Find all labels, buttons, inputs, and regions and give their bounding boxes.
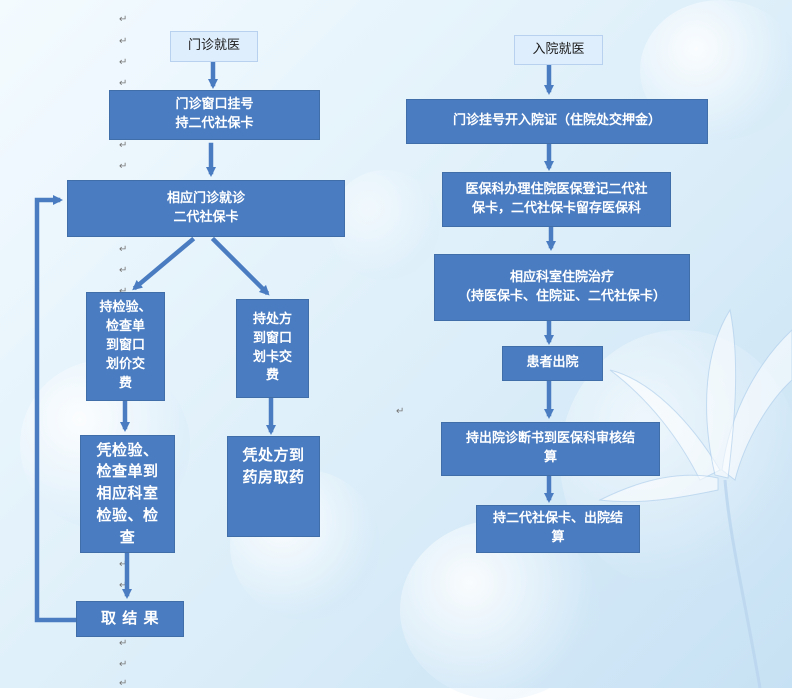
audit-box: 持出院诊断书到医保科审核结 算 xyxy=(441,422,660,476)
paragraph-mark: ↵ xyxy=(119,286,127,297)
consult-box: 相应门诊就诊 二代社保卡 xyxy=(67,180,345,237)
admission-box: 门诊挂号开入院证（住院处交押金） xyxy=(406,99,708,144)
pharmacy-box: 凭处方到 药房取药 xyxy=(227,436,320,537)
discharge-box: 患者出院 xyxy=(502,346,603,381)
register-box: 门诊窗口挂号 持二代社保卡 xyxy=(109,90,320,140)
paragraph-mark: ↵ xyxy=(119,265,128,276)
paragraph-mark: ↵ xyxy=(119,678,128,689)
feedback-loop-arrow xyxy=(34,195,79,623)
paragraph-mark: ↵ xyxy=(119,161,128,172)
paragraph-mark: ↵ xyxy=(119,638,128,649)
paragraph-mark: ↵ xyxy=(119,14,128,25)
background-bubble xyxy=(330,170,440,280)
paragraph-mark: ↵ xyxy=(119,140,128,151)
exam-payment-box: 持检验、 检查单 到窗口 划价交 费 xyxy=(86,292,165,401)
paragraph-mark: ↵ xyxy=(119,580,128,591)
prescription-payment-box: 持处方 到窗口 划卡交 费 xyxy=(236,299,309,398)
paragraph-mark: ↵ xyxy=(119,559,128,570)
paragraph-mark: ↵ xyxy=(119,659,128,670)
flow-arrow xyxy=(132,236,196,291)
results-box: 取 结 果 xyxy=(76,601,184,637)
inpatient-treatment-box: 相应科室住院治疗 （持医保卡、住院证、二代社保卡） xyxy=(434,254,690,321)
paragraph-mark: ↵ xyxy=(396,406,405,417)
insurance-registration-box: 医保科办理住院医保登记二代社 保卡，二代社保卡留存医保科 xyxy=(442,172,671,227)
inpatient-start-box: 入院就医 xyxy=(514,35,603,65)
paragraph-mark: ↵ xyxy=(119,57,128,68)
settlement-box: 持二代社保卡、出院结 算 xyxy=(476,505,640,553)
exam-department-box: 凭检验、 检查单到 相应科室 检验、检 查 xyxy=(80,435,175,553)
paragraph-mark: ↵ xyxy=(119,78,128,89)
flow-arrow xyxy=(210,236,270,296)
outpatient-start-box: 门诊就医 xyxy=(170,31,258,62)
paragraph-mark: ↵ xyxy=(119,36,128,47)
paragraph-mark: ↵ xyxy=(119,244,128,255)
